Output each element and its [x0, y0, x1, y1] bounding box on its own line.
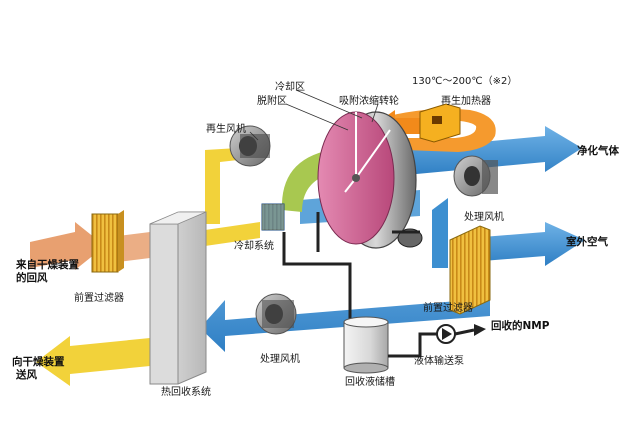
process-fan-right	[453, 155, 498, 197]
label-return-air-line1: 来自干燥装置	[16, 259, 79, 271]
liquid-pump	[436, 324, 486, 344]
label-heat-recovery: 热回收系统	[161, 387, 211, 398]
label-outdoor-air: 室外空气	[566, 236, 608, 248]
label-adsorption-wheel: 吸附浓缩转轮	[339, 96, 399, 107]
label-recovered-nmp: 回收的NMP	[491, 320, 550, 332]
return-air-flow	[30, 222, 105, 270]
leader-lines	[249, 89, 379, 141]
return-air-to-recovery	[118, 232, 150, 262]
label-process-fan-right: 处理风机	[464, 212, 504, 223]
label-liquid-pump: 液体输送泵	[414, 356, 464, 367]
label-recovery-tank: 回收液储槽	[345, 377, 395, 388]
cooling-system-unit	[261, 203, 285, 231]
adsorption-wheel	[317, 111, 423, 249]
label-desorption-zone: 脱附区	[257, 96, 287, 107]
regen-fan	[229, 125, 271, 167]
recovery-tank	[282, 212, 440, 374]
label-clean-gas: 净化气体	[577, 145, 619, 157]
heat-recovery-unit	[149, 211, 207, 385]
outdoor-air-flow	[470, 222, 585, 266]
label-regen-fan: 再生风机	[206, 124, 246, 135]
process-fan-bottom	[255, 293, 297, 335]
pre-filter-left	[91, 210, 124, 273]
supply-air-flow	[36, 336, 150, 386]
label-supply-air-line2: 送风	[16, 369, 37, 381]
label-temperature: 130℃～200℃（※2）	[412, 76, 518, 87]
label-pre-filter-right: 前置过滤器	[423, 303, 473, 314]
pre-filter-right	[449, 225, 491, 315]
label-return-air-line2: 的回风	[16, 272, 48, 284]
clean-gas-flow	[395, 126, 582, 176]
regen-air-to-cooling	[205, 222, 260, 246]
label-cooling-system: 冷却系统	[234, 241, 274, 252]
label-cooling-zone: 冷却区	[275, 82, 305, 93]
regen-heater-unit	[419, 103, 461, 143]
label-process-fan-bottom: 处理风机	[260, 354, 300, 365]
label-supply-air-line1: 向干燥装置	[12, 356, 65, 368]
label-pre-filter-left: 前置过滤器	[74, 293, 124, 304]
label-regen-heater: 再生加热器	[441, 96, 491, 107]
regen-air-flow	[205, 148, 238, 224]
process-air-riser	[432, 198, 448, 268]
